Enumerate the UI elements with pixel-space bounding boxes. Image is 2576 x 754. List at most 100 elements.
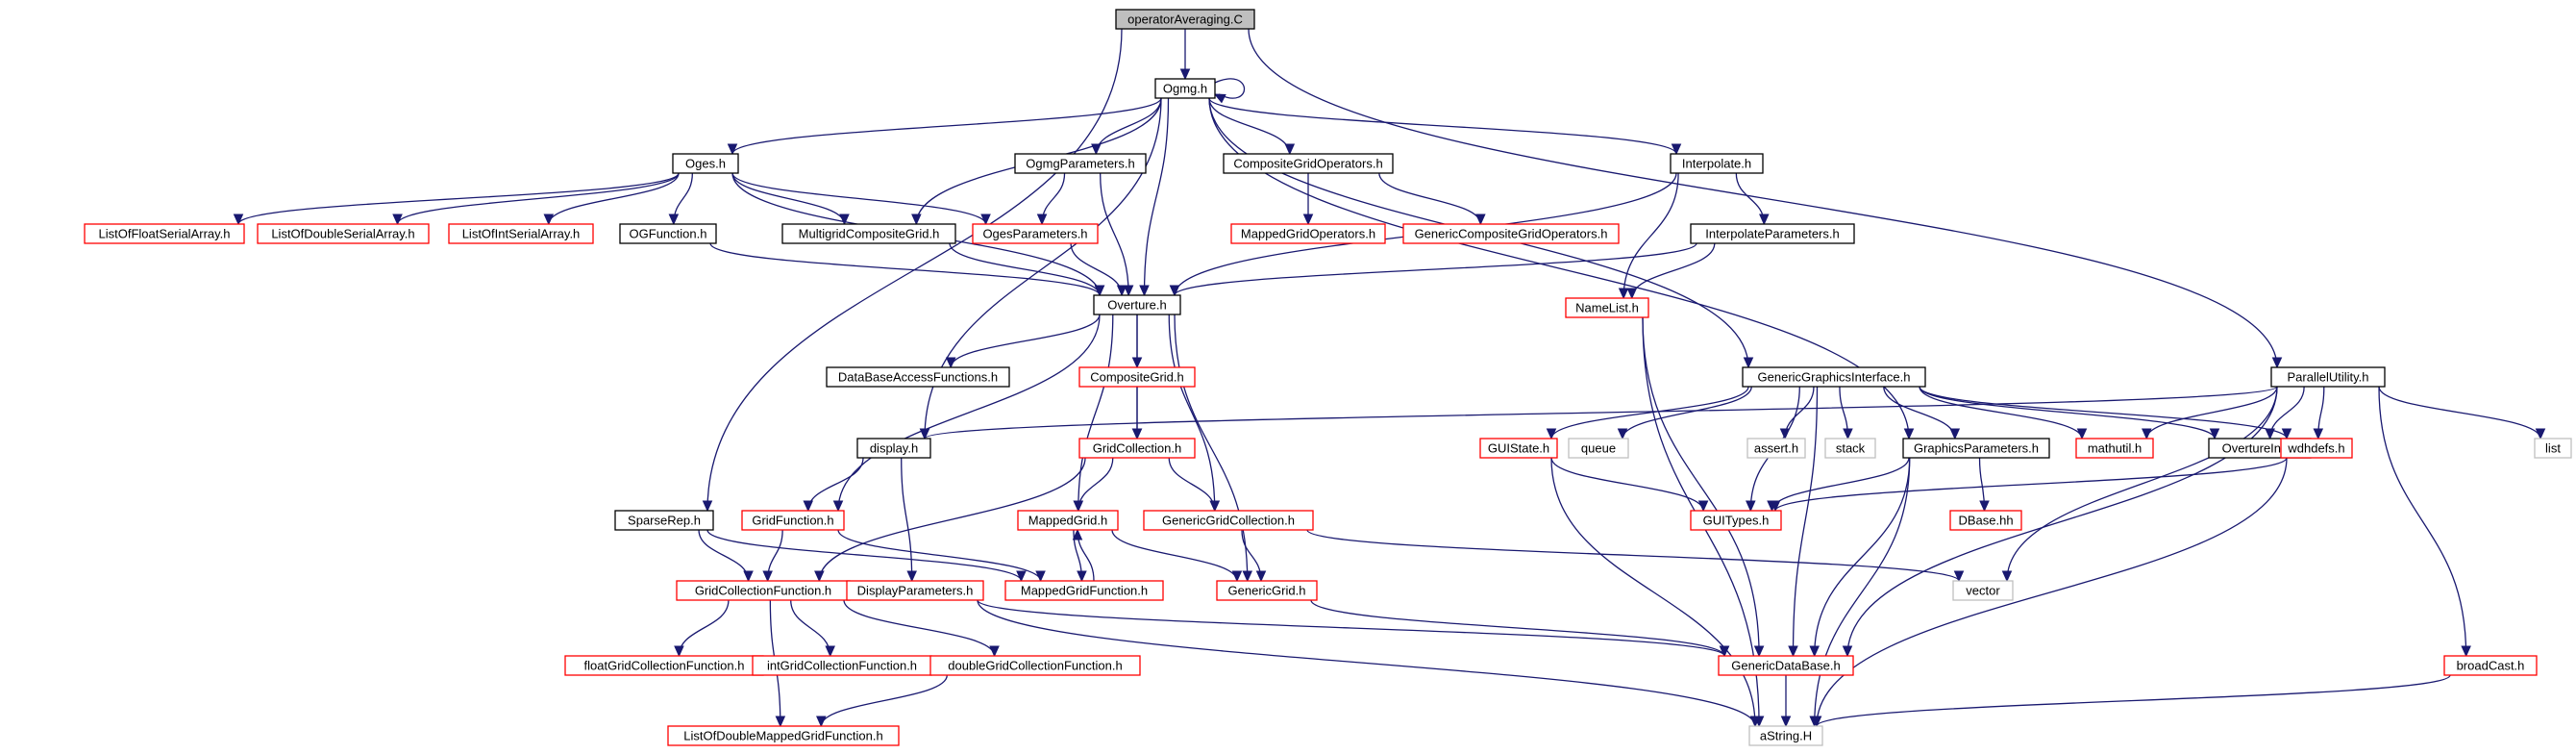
node-list: list [2534,438,2572,459]
node-doubleGridCollectionFunction[interactable]: doubleGridCollectionFunction.h [929,655,1141,676]
node-OGFunction[interactable]: OGFunction.h [619,223,717,244]
node-label: DBase.hh [1958,514,2013,528]
edge-line [1095,97,1162,155]
arrowhead-icon [1749,716,1761,728]
arrowhead-icon [814,570,825,583]
arrowhead-icon [2461,645,2471,658]
node-Interpolate[interactable]: Interpolate.h [1670,153,1764,174]
edge-line [1168,457,1216,512]
node-ListOfFloatSerialArray[interactable]: ListOfFloatSerialArray.h [84,223,245,244]
node-label: GUITypes.h [1703,514,1770,528]
node-GraphicsParameters[interactable]: GraphicsParameters.h [1902,438,2050,459]
node-Oges[interactable]: Oges.h [672,153,739,174]
arrowhead-icon [2001,570,2013,583]
edge-line [1143,97,1170,296]
node-label: GenericGraphicsInterface.h [1758,370,1911,385]
node-NameList[interactable]: NameList.h [1565,297,1649,318]
node-GenericGraphicsInterface[interactable]: GenericGraphicsInterface.h [1742,366,1926,388]
node-label: vector [1966,584,2000,598]
node-box [1014,153,1147,174]
node-OgmgParameters[interactable]: OgmgParameters.h [1014,153,1147,174]
node-broadCast[interactable]: broadCast.h [2443,655,2538,676]
node-box [1402,223,1620,244]
node-ListOfIntSerialArray[interactable]: ListOfIntSerialArray.h [448,223,594,244]
edge-ParallelUtility-to-OvertureInit [2265,386,2305,440]
edge-broadCast-to-aString [1811,674,2451,728]
edge-line [1622,386,1752,440]
edge-Oges-to-MultigridCompositeGrid [731,172,850,226]
arrowhead-icon [1903,428,1915,440]
node-SparseRep[interactable]: SparseRep.h [614,510,714,531]
node-GenericDataBase[interactable]: GenericDataBase.h [1718,655,1854,676]
node-GridFunction[interactable]: GridFunction.h [741,510,845,531]
arrowhead-icon [392,214,403,226]
node-GenericGrid[interactable]: GenericGrid.h [1216,580,1318,601]
node-box [1568,438,1629,459]
arrowhead-icon [1284,143,1296,156]
node-GridCollection[interactable]: GridCollection.h [1078,438,1196,459]
node-MultigridCompositeGrid[interactable]: MultigridCompositeGrid.h [781,223,956,244]
arrowhead-icon [1035,570,1046,583]
node-OgesParameters[interactable]: OgesParameters.h [972,223,1099,244]
node-operatorAveraging[interactable]: operatorAveraging.C [1115,9,1255,30]
node-MappedGrid[interactable]: MappedGrid.h [1017,510,1119,531]
node-label: OgesParameters.h [982,227,1087,241]
node-ListOfDoubleMappedGridFunction[interactable]: ListOfDoubleMappedGridFunction.h [667,725,900,746]
edge-line [1550,457,1756,727]
arrowhead-icon [1949,428,1961,440]
node-DataBaseAccessFunctions[interactable]: DataBaseAccessFunctions.h [826,366,1010,388]
node-box [1093,294,1181,315]
arrowhead-icon [1953,570,1965,583]
node-box [1670,153,1764,174]
edge-line [731,97,1162,155]
node-label: GridCollectionFunction.h [695,584,831,598]
arrowhead-icon [1979,500,1990,513]
node-CompositeGridOperators[interactable]: CompositeGridOperators.h [1223,153,1394,174]
arrowhead-icon [816,716,827,728]
arrowhead-icon [1617,428,1628,440]
node-intGridCollectionFunction[interactable]: intGridCollectionFunction.h [752,655,932,676]
node-label: floatGridCollectionFunction.h [584,659,745,673]
node-mathutil[interactable]: mathutil.h [2075,438,2154,459]
node-wdhdefs[interactable]: wdhdefs.h [2280,438,2353,459]
node-GenericGridCollection[interactable]: GenericGridCollection.h [1143,510,1314,531]
node-CompositeGrid[interactable]: CompositeGrid.h [1078,366,1196,388]
node-Overture[interactable]: Overture.h [1093,294,1181,315]
edge-GUIState-to-GUITypes [1550,457,1709,513]
node-ParallelUtility[interactable]: ParallelUtility.h [2270,366,2386,388]
node-ListOfDoubleSerialArray[interactable]: ListOfDoubleSerialArray.h [257,223,430,244]
node-floatGridCollectionFunction[interactable]: floatGridCollectionFunction.h [564,655,764,676]
arrowhead-icon [1073,500,1084,513]
edge-Ogmg-to-Overture [1139,97,1170,297]
edge-GenericGridCollection-to-vector [1306,529,1965,583]
arrowhead-icon [825,645,835,658]
node-GenericCompositeGridOperators[interactable]: GenericCompositeGridOperators.h [1402,223,1620,244]
edge-line [1774,457,2288,512]
arrowhead-icon [1302,214,1314,226]
edge-ParallelUtility-to-display [919,386,2278,440]
node-label: Ogmg.h [1163,82,1207,96]
node-label: stack [1836,441,1866,456]
arrowhead-icon [1139,285,1150,297]
node-GUITypes[interactable]: GUITypes.h [1690,510,1782,531]
node-MappedGridOperators[interactable]: MappedGridOperators.h [1230,223,1386,244]
node-InterpolateParameters[interactable]: InterpolateParameters.h [1690,223,1855,244]
node-display[interactable]: display.h [856,438,931,459]
arrowhead-icon [1169,285,1180,297]
arrowhead-icon [775,716,786,728]
edge-line [1919,386,2083,440]
node-MappedGridFunction[interactable]: MappedGridFunction.h [1004,580,1164,601]
edge-line [1735,172,1765,225]
node-Ogmg[interactable]: Ogmg.h [1154,78,1216,99]
node-DBase[interactable]: DBase.hh [1949,510,2022,531]
arrowhead-icon [1809,645,1820,658]
edge-line [1208,97,1291,155]
node-GUIState[interactable]: GUIState.h [1479,438,1558,459]
node-label: ListOfDoubleSerialArray.h [271,227,414,241]
node-GridCollectionFunction[interactable]: GridCollectionFunction.h [676,580,851,601]
node-DisplayParameters[interactable]: DisplayParameters.h [846,580,984,601]
arrowhead-icon [945,357,956,369]
arrowhead-icon [1036,214,1048,226]
node-box [448,223,594,244]
